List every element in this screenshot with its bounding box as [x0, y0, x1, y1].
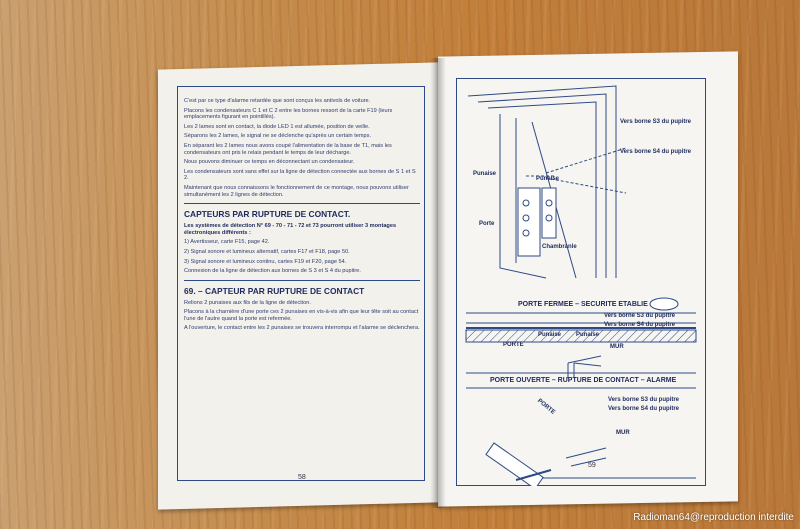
paragraph: Relions 2 punaises aux fils de la ligne … — [184, 299, 311, 306]
book-gutter — [430, 58, 446, 508]
paragraph: En séparant les 2 lames nous avons coupé… — [184, 142, 392, 156]
page-number-right: 59 — [588, 462, 596, 469]
section-heading: 69. – CAPTEUR PAR RUPTURE DE CONTACT — [184, 285, 365, 296]
label-vers-s3-mid: Vers borne S3 du pupitre — [604, 313, 676, 319]
paragraph: Séparons les 2 lames, le signal ne se dé… — [184, 133, 372, 140]
label-vers-s4-top: Vers borne S4 du pupitre — [620, 149, 692, 155]
door-contact-diagram — [465, 85, 697, 486]
right-page-frame — [456, 78, 706, 486]
label-punaise-mid-a: Punaise — [538, 332, 562, 338]
section-heading: CAPTEURS PAR RUPTURE DE CONTACT. — [184, 209, 351, 220]
label-porte-top: Porte — [479, 221, 495, 227]
label-vers-s3-top: Vers borne S3 du pupitre — [620, 119, 692, 125]
paragraph: Les condensateurs sont sans effet sur la… — [184, 168, 416, 182]
list-item: 2) Signal sonore et lumineux alternatif,… — [184, 248, 350, 255]
label-vers-s4-bottom: Vers borne S4 du pupitre — [608, 406, 680, 412]
paragraph: C'est par ce type d'alarme retardée que … — [184, 98, 371, 104]
paragraph: Placons les condensateurs C 1 et C 2 ent… — [184, 107, 393, 121]
caption-porte-ouverte: PORTE OUVERTE – RUPTURE DE CONTACT – ALA… — [490, 377, 677, 384]
paragraph: A l'ouverture, le contact entre les 2 pu… — [184, 325, 420, 332]
open-booklet: C'est par ce type d'alarme retardée que … — [150, 48, 750, 510]
label-vers-s4-mid: Vers borne S4 du pupitre — [604, 322, 676, 328]
left-page-text: C'est par ce type d'alarme retardée que … — [184, 98, 420, 335]
bold-intro: Les systèmes de détection N° 69 - 70 - 7… — [184, 223, 397, 236]
label-punaise-b: Punaise — [536, 176, 560, 182]
list-item: 3) Signal sonore et lumineux continu, ca… — [184, 258, 347, 265]
section-divider — [184, 279, 420, 281]
list-item: 1) Avertisseur, carte F15, page 42. — [184, 239, 270, 246]
paragraph: Maintenant que nous connaissons le fonct… — [184, 184, 409, 198]
paragraph: Nous pouvons diminuer ce temps en déconn… — [184, 159, 355, 166]
page-number-left: 58 — [298, 474, 306, 481]
section-divider — [184, 203, 420, 205]
paragraph: Les 2 lames sont en contact, la diode LE… — [184, 123, 370, 130]
label-mur-mid: MUR — [610, 344, 624, 350]
left-page-frame — [177, 86, 425, 481]
label-punaise-mid-b: Punaise — [576, 332, 600, 338]
list-item: Connexion de la ligne de détection aux b… — [184, 268, 361, 275]
label-punaise-a: Punaise — [473, 171, 497, 177]
label-mur-bottom: MUR — [616, 430, 630, 436]
label-chambranle: Chambranle — [542, 244, 577, 250]
label-porte-mid: PORTE — [503, 342, 524, 348]
paragraph: Placons à la charnière d'une porte ces 2… — [184, 309, 419, 322]
caption-porte-fermee: PORTE FERMEE – SECURITE ETABLIE — [518, 301, 648, 308]
label-vers-s3-bottom: Vers borne S3 du pupitre — [608, 397, 680, 403]
watermark: Radioman64@reproduction interdite — [633, 512, 794, 523]
